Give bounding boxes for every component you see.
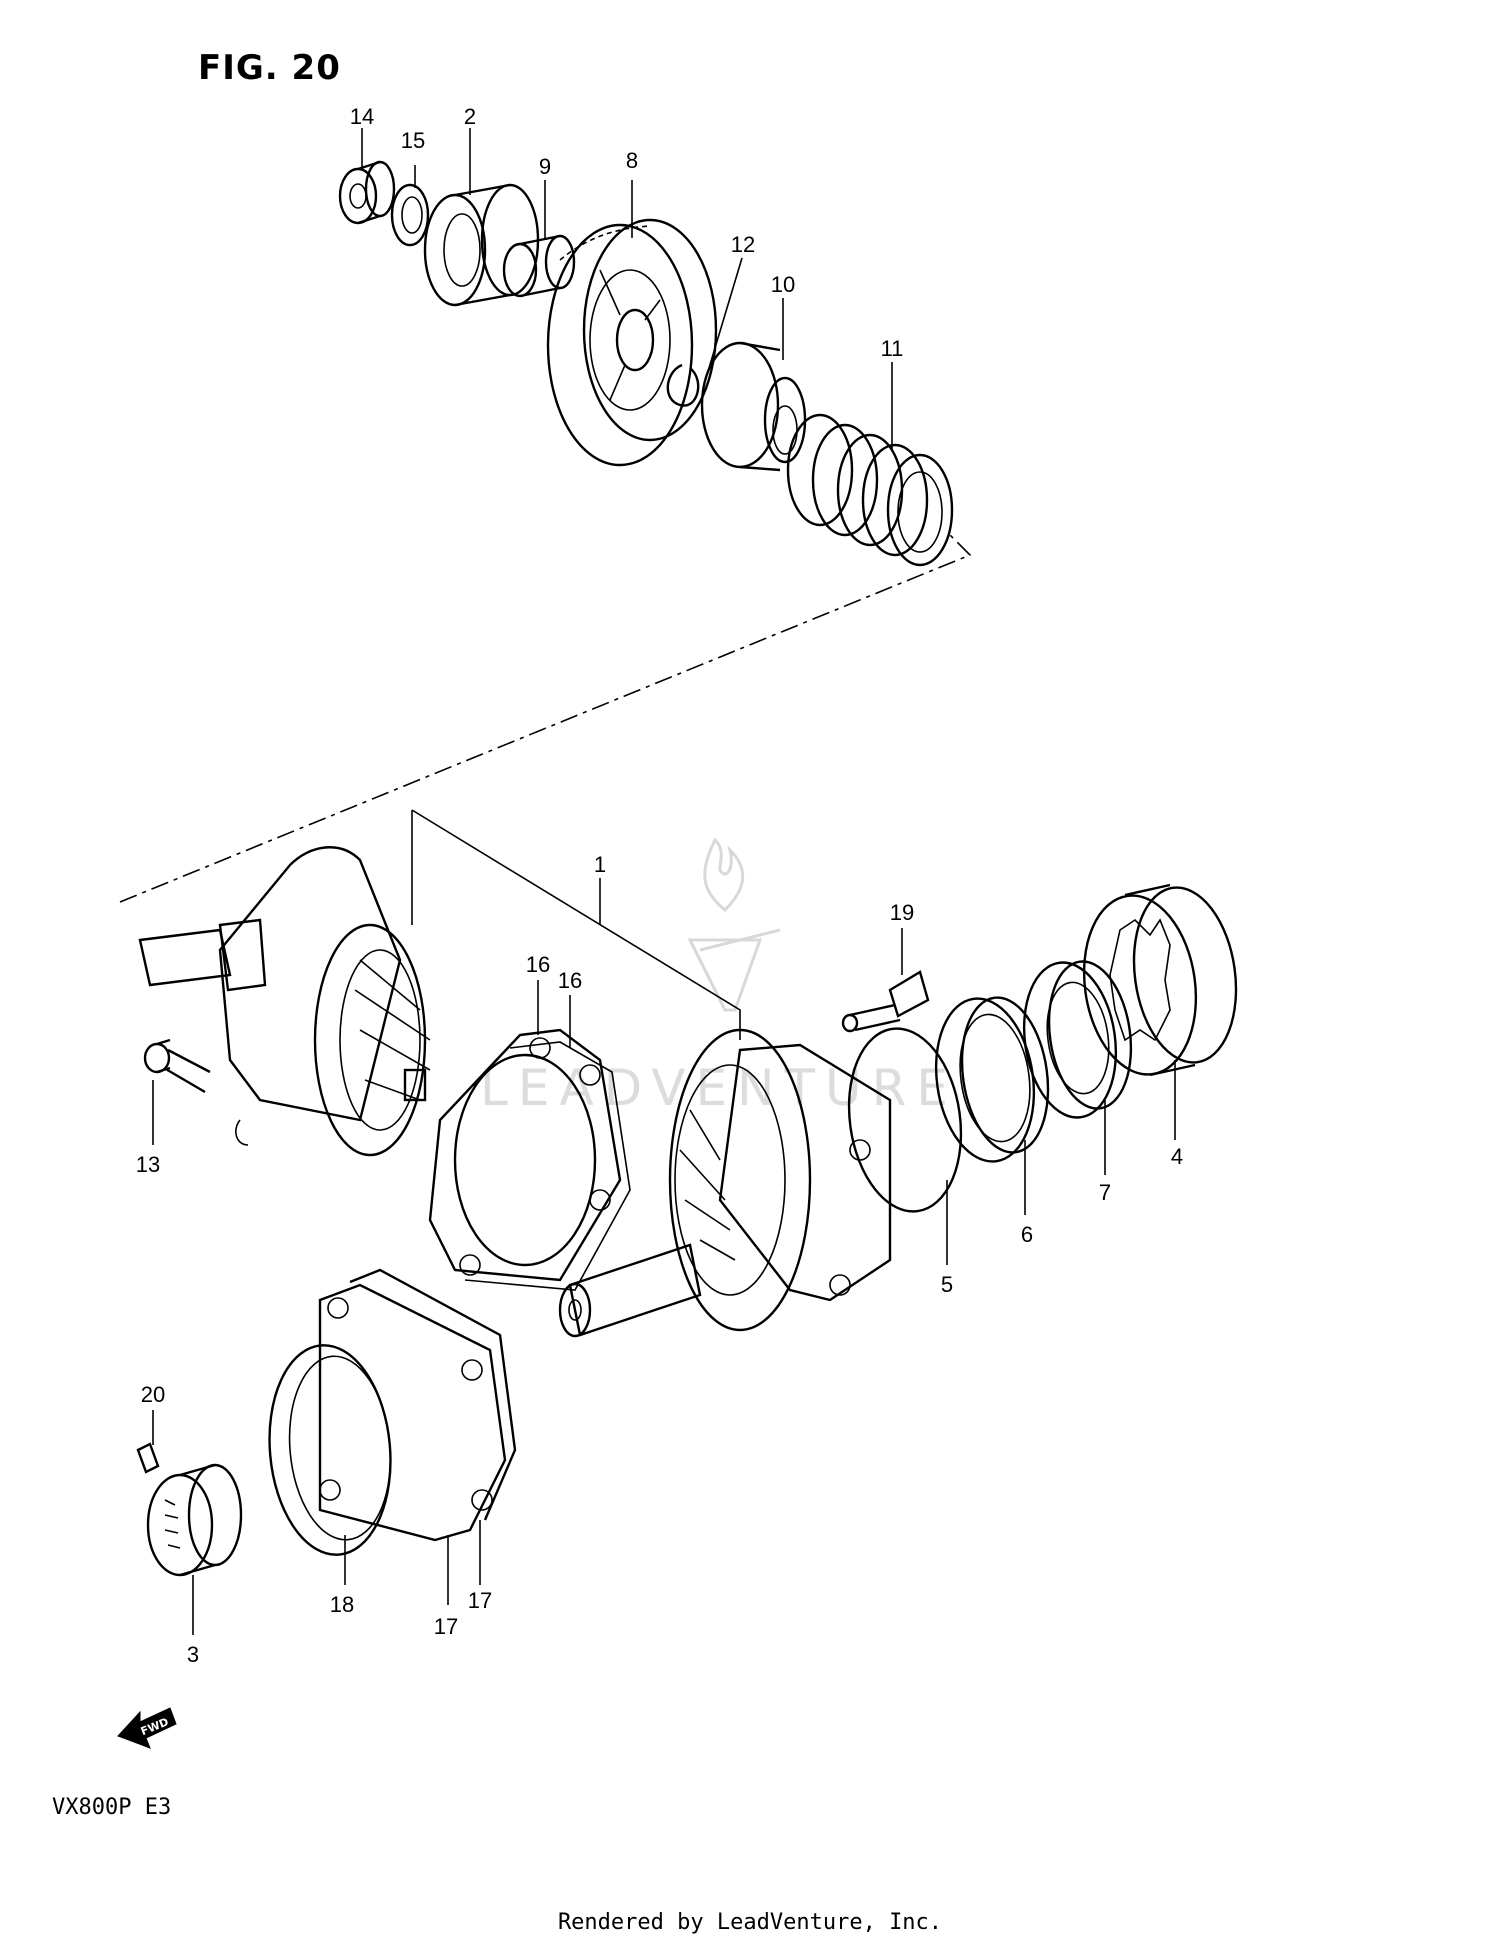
callout-15: 15 bbox=[401, 128, 425, 153]
leadventure-logo-icon bbox=[687, 837, 781, 1012]
callout-1: 1 bbox=[594, 852, 606, 877]
callout-20: 20 bbox=[141, 1382, 165, 1407]
callout-16a: 16 bbox=[526, 952, 550, 977]
part-1-shaft-housing bbox=[138, 846, 431, 1157]
callout-18: 18 bbox=[330, 1592, 354, 1617]
callout-17b: 17 bbox=[468, 1588, 492, 1613]
callout-8: 8 bbox=[626, 148, 638, 173]
callout-4: 4 bbox=[1171, 1144, 1183, 1169]
part-20-dowel-pin bbox=[136, 1442, 160, 1474]
part-5-o-ring bbox=[847, 1027, 963, 1213]
part-13-bolt bbox=[143, 1038, 211, 1094]
footer-credit: Rendered by LeadVenture, Inc. bbox=[557, 1910, 943, 1935]
callout-17a: 17 bbox=[434, 1614, 458, 1639]
part-1-pinion-housing bbox=[558, 1028, 892, 1338]
part-11-spring bbox=[786, 413, 954, 567]
callout-19: 19 bbox=[890, 900, 914, 925]
leader-lines bbox=[152, 128, 1176, 1635]
fwd-marker: FWD bbox=[117, 1707, 177, 1749]
callout-9: 9 bbox=[539, 154, 551, 179]
part-15-washer bbox=[390, 183, 430, 247]
part-18-cover bbox=[268, 1344, 392, 1556]
part-7-oil-seal bbox=[1022, 960, 1133, 1119]
callout-10: 10 bbox=[771, 272, 795, 297]
callout-7: 7 bbox=[1099, 1180, 1111, 1205]
part-9-bushing bbox=[502, 234, 576, 298]
part-4-ring-nut bbox=[1082, 883, 1238, 1077]
part-14-nut bbox=[338, 160, 396, 225]
callout-16b: 16 bbox=[558, 968, 582, 993]
callout-11: 11 bbox=[881, 336, 904, 361]
callout-5: 5 bbox=[941, 1272, 953, 1297]
figure-title: FIG. 20 bbox=[198, 48, 341, 88]
part-16-gaskets bbox=[428, 1028, 631, 1291]
part-12-circlip bbox=[666, 363, 700, 407]
part-8-gear bbox=[546, 218, 718, 467]
callout-labels: 14 15 2 9 8 12 10 11 1 19 16 16 13 5 6 7… bbox=[136, 104, 1183, 1667]
model-code: VX800P E3 bbox=[52, 1795, 172, 1820]
part-3-needle-bearing bbox=[146, 1463, 243, 1577]
callout-3: 3 bbox=[187, 1642, 199, 1667]
callout-14: 14 bbox=[350, 104, 374, 129]
callout-2: 2 bbox=[464, 104, 476, 129]
part-17-gaskets bbox=[318, 1268, 517, 1542]
fwd-label: FWD bbox=[139, 1715, 171, 1738]
callout-12: 12 bbox=[731, 232, 755, 257]
callout-6: 6 bbox=[1021, 1222, 1033, 1247]
part-19-bolt bbox=[841, 970, 930, 1033]
arrow-left-icon bbox=[117, 1707, 177, 1749]
callout-13: 13 bbox=[136, 1152, 160, 1177]
watermark: LEADVENTURE bbox=[480, 837, 948, 1117]
